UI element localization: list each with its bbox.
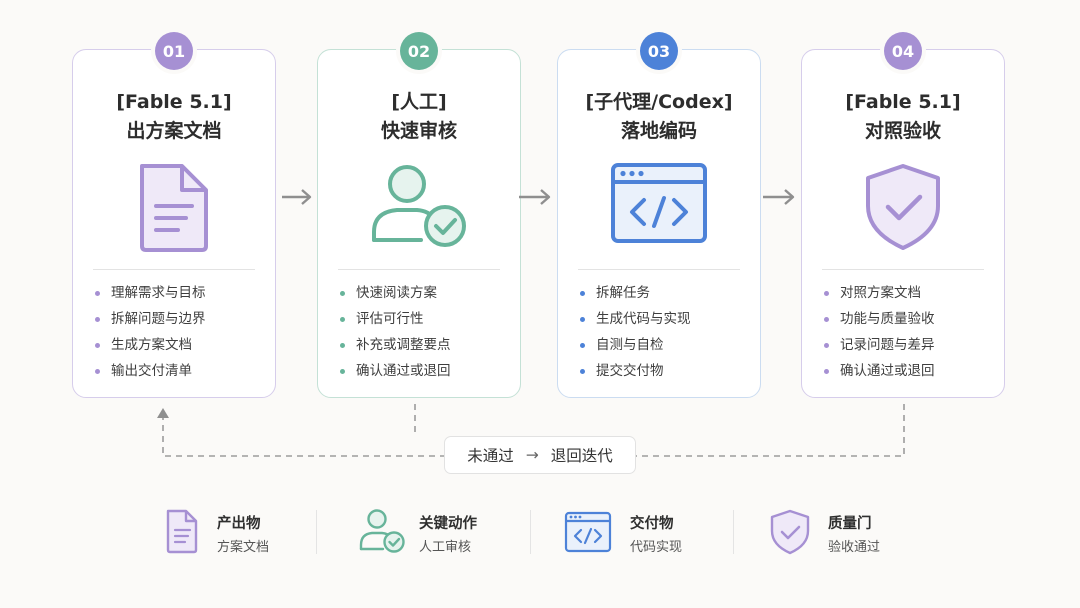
list-item: 生成代码与实现 — [580, 309, 748, 335]
legend-subtitle: 验收通过 — [828, 540, 881, 555]
step-title: [人工] 快速审核 — [380, 91, 457, 142]
arrow-right-icon: → — [525, 446, 539, 464]
loop-to-label: 退回迭代 — [550, 447, 613, 465]
shield-check-icon — [862, 162, 944, 256]
legend-item-quality-gate: 质量门 验收通过 — [769, 506, 909, 558]
legend-item-action: 关键动作 人工审核 — [358, 506, 508, 558]
legend-title: 产出物 — [217, 516, 261, 532]
flow-arrow-icon — [763, 189, 795, 205]
list-item: 对照方案文档 — [824, 283, 992, 309]
legend-title: 质量门 — [828, 516, 872, 532]
step-number-badge: 03 — [640, 32, 678, 70]
document-icon — [164, 508, 200, 558]
list-item: 功能与质量验收 — [824, 309, 992, 335]
legend-subtitle: 代码实现 — [630, 540, 683, 555]
flow-arrow-icon — [519, 189, 551, 205]
divider — [530, 510, 531, 554]
step-title: [Fable 5.1] 对照验收 — [845, 91, 961, 142]
step-items: 快速阅读方案 评估可行性 补充或调整要点 确认通过或退回 — [340, 283, 508, 387]
user-check-icon — [358, 508, 406, 558]
user-check-icon — [369, 162, 469, 252]
list-item: 理解需求与目标 — [95, 283, 263, 309]
divider — [822, 269, 984, 270]
list-item: 输出交付清单 — [95, 361, 263, 387]
legend-title: 关键动作 — [419, 516, 477, 532]
step-title: [子代理/Codex] 落地编码 — [585, 91, 733, 142]
step-items: 拆解任务 生成代码与实现 自测与自检 提交交付物 — [580, 283, 748, 387]
code-window-icon — [564, 511, 612, 557]
list-item: 自测与自检 — [580, 335, 748, 361]
list-item: 提交交付物 — [580, 361, 748, 387]
code-window-icon — [610, 162, 708, 250]
list-item: 拆解任务 — [580, 283, 748, 309]
loop-from-label: 未通过 — [467, 447, 514, 465]
list-item: 确认通过或退回 — [824, 361, 992, 387]
step-title: [Fable 5.1] 出方案文档 — [116, 91, 232, 142]
list-item: 拆解问题与边界 — [95, 309, 263, 335]
legend-item-output: 产出物 方案文档 — [164, 506, 294, 558]
list-item: 生成方案文档 — [95, 335, 263, 361]
divider — [93, 269, 255, 270]
step-card-2: 02 [人工] 快速审核 快速阅读方案 评估可行性 补充或调整要点 确认通过或退… — [317, 32, 521, 398]
list-item: 补充或调整要点 — [340, 335, 508, 361]
legend-subtitle: 方案文档 — [217, 540, 270, 555]
step-number-badge: 01 — [155, 32, 193, 70]
legend-title: 交付物 — [630, 516, 674, 532]
legend-subtitle: 人工审核 — [419, 540, 472, 555]
document-icon — [134, 162, 214, 256]
divider — [578, 269, 740, 270]
divider — [338, 269, 500, 270]
step-number-badge: 04 — [884, 32, 922, 70]
list-item: 评估可行性 — [340, 309, 508, 335]
divider — [316, 510, 317, 554]
list-item: 记录问题与差异 — [824, 335, 992, 361]
step-items: 理解需求与目标 拆解问题与边界 生成方案文档 输出交付清单 — [95, 283, 263, 387]
step-card-4: 04 [Fable 5.1] 对照验收 对照方案文档 功能与质量验收 记录问题与… — [801, 32, 1005, 398]
step-card-3: 03 [子代理/Codex] 落地编码 拆解任务 生成代码与实现 自测与自检 提… — [557, 32, 761, 398]
feedback-loop-label: 未通过 → 退回迭代 — [444, 436, 636, 474]
list-item: 快速阅读方案 — [340, 283, 508, 309]
shield-check-icon — [769, 508, 811, 560]
legend-item-deliverable: 交付物 代码实现 — [564, 506, 704, 558]
divider — [733, 510, 734, 554]
step-items: 对照方案文档 功能与质量验收 记录问题与差异 确认通过或退回 — [824, 283, 992, 387]
step-number-badge: 02 — [400, 32, 438, 70]
list-item: 确认通过或退回 — [340, 361, 508, 387]
step-card-1: 01 [Fable 5.1] 出方案文档 理解需求与目标 拆解问题与边界 生成方… — [72, 32, 276, 398]
flow-arrow-icon — [282, 189, 312, 205]
